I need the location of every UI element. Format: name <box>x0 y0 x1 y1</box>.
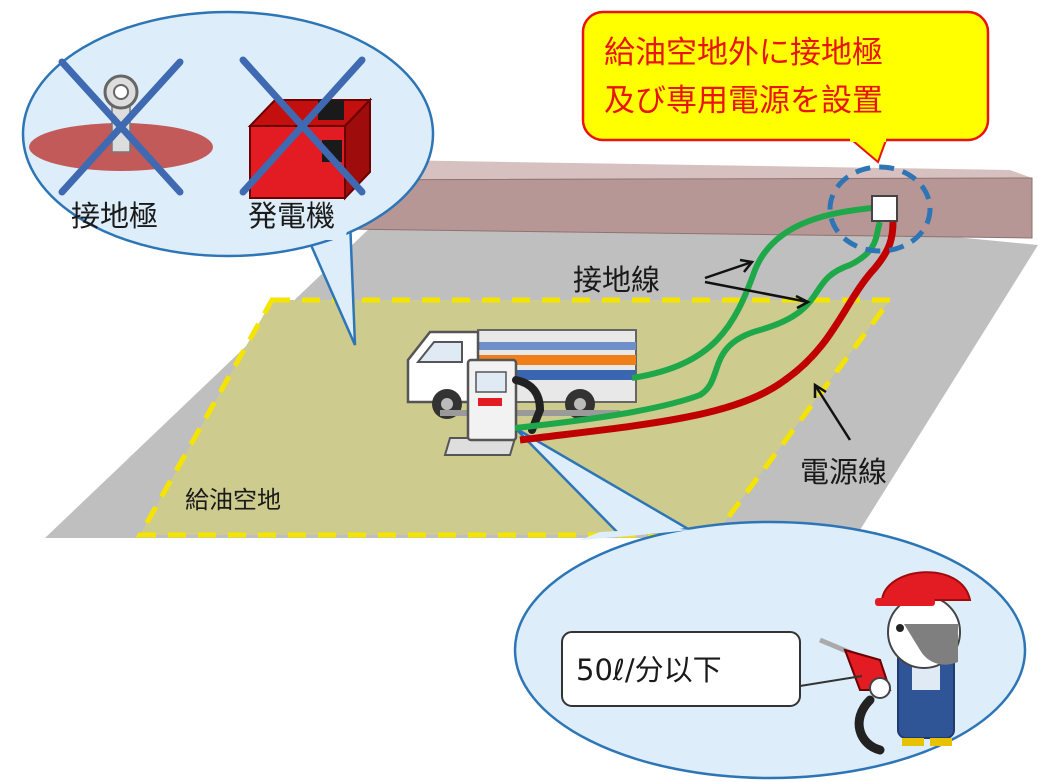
flow-rate-box <box>561 631 801 707</box>
ground-electrode-label: 接地極 <box>71 199 158 233</box>
ground-wire-arrows <box>704 258 811 310</box>
power-wire <box>519 221 897 444</box>
fuel-dispenser <box>443 358 545 456</box>
ground-wire-1 <box>631 205 873 381</box>
outlet-box <box>871 195 898 222</box>
tank-truck <box>406 329 637 419</box>
prohibited-cross-icon-2 <box>239 56 366 196</box>
ground-wire-label: 接地線 <box>573 263 660 297</box>
generator-label: 発電機 <box>248 199 335 233</box>
installation-highlight <box>827 164 933 254</box>
callout-pointer <box>849 139 888 164</box>
flow-rate-label: 50ℓ/分以下 <box>576 653 722 687</box>
power-wire-label: 電源線 <box>800 455 887 489</box>
refuel-area-label: 給油空地 <box>185 486 281 514</box>
ground-electrode-icon <box>29 74 213 171</box>
prohibited-cross-icon <box>58 58 184 196</box>
power-wire-arrow <box>813 384 852 441</box>
worker-icon <box>819 571 972 755</box>
wall-top <box>262 158 1032 182</box>
ground-wire-2 <box>514 220 883 431</box>
callout-line-1: 給油空地外に接地極 <box>604 35 883 71</box>
callout-box <box>581 10 990 142</box>
callout-line-2: 及び専用電源を設置 <box>604 83 883 119</box>
